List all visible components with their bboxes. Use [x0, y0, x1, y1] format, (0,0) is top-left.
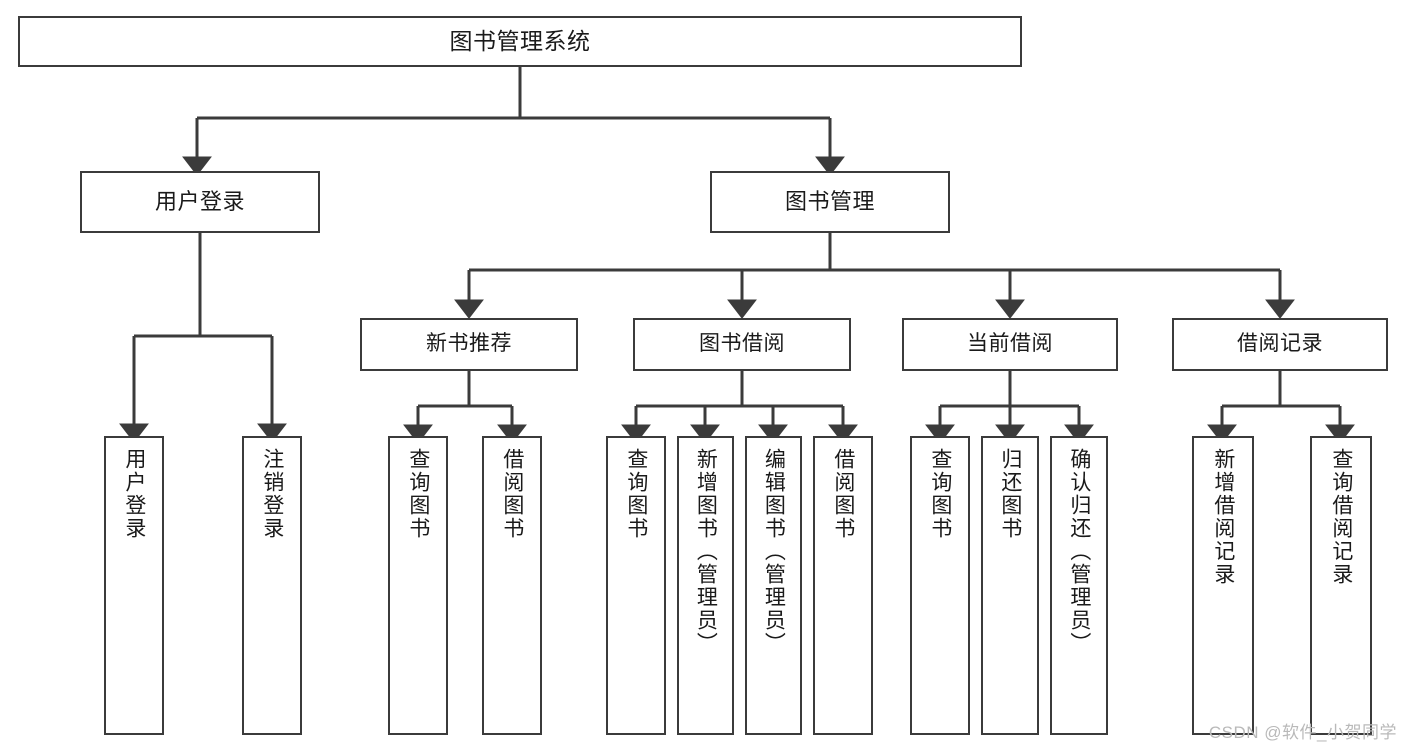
node-leaf-confirm-return-admin[interactable]: 确认归还（管理员）	[1050, 436, 1108, 735]
node-label: 用户登录	[154, 189, 245, 215]
node-root-book-management-system[interactable]: 图书管理系统	[18, 16, 1022, 67]
node-book-borrow[interactable]: 图书借阅	[633, 318, 851, 371]
node-label: 图书管理	[784, 189, 875, 215]
node-book-management[interactable]: 图书管理	[710, 171, 950, 233]
node-label: 新增借阅记录	[1211, 448, 1235, 586]
node-label: 借阅图书	[500, 448, 524, 540]
node-leaf-borrow-book-1[interactable]: 借阅图书	[482, 436, 542, 735]
node-user-login[interactable]: 用户登录	[80, 171, 320, 233]
node-label: 用户登录	[122, 448, 146, 540]
node-label: 归还图书	[998, 448, 1022, 540]
node-leaf-add-book-admin[interactable]: 新增图书（管理员）	[677, 436, 734, 735]
node-label: 查询借阅记录	[1329, 448, 1353, 586]
node-borrow-record[interactable]: 借阅记录	[1172, 318, 1388, 371]
node-leaf-edit-book-admin[interactable]: 编辑图书（管理员）	[745, 436, 802, 735]
node-label: 图书借阅	[699, 332, 785, 356]
node-leaf-query-book-3[interactable]: 查询图书	[910, 436, 970, 735]
node-leaf-query-book-1[interactable]: 查询图书	[388, 436, 448, 735]
node-label: 新增图书（管理员）	[694, 448, 718, 655]
node-label: 当前借阅	[967, 332, 1053, 356]
node-leaf-query-book-2[interactable]: 查询图书	[606, 436, 666, 735]
node-leaf-logout-login[interactable]: 注销登录	[242, 436, 302, 735]
node-label: 查询图书	[406, 448, 430, 540]
node-leaf-add-borrow-record[interactable]: 新增借阅记录	[1192, 436, 1254, 735]
node-new-book-recommend[interactable]: 新书推荐	[360, 318, 578, 371]
node-label: 新书推荐	[426, 332, 512, 356]
node-label: 查询图书	[624, 448, 648, 540]
node-leaf-user-login[interactable]: 用户登录	[104, 436, 164, 735]
node-label: 确认归还（管理员）	[1067, 448, 1091, 655]
node-leaf-borrow-book-2[interactable]: 借阅图书	[813, 436, 873, 735]
node-label: 图书管理系统	[449, 27, 591, 54]
node-label: 借阅记录	[1237, 332, 1323, 356]
node-label: 查询图书	[928, 448, 952, 540]
node-label: 注销登录	[260, 448, 284, 540]
node-current-borrow[interactable]: 当前借阅	[902, 318, 1118, 371]
node-label: 编辑图书（管理员）	[762, 448, 786, 655]
node-label: 借阅图书	[831, 448, 855, 540]
node-leaf-query-borrow-record[interactable]: 查询借阅记录	[1310, 436, 1372, 735]
node-leaf-return-book[interactable]: 归还图书	[981, 436, 1039, 735]
